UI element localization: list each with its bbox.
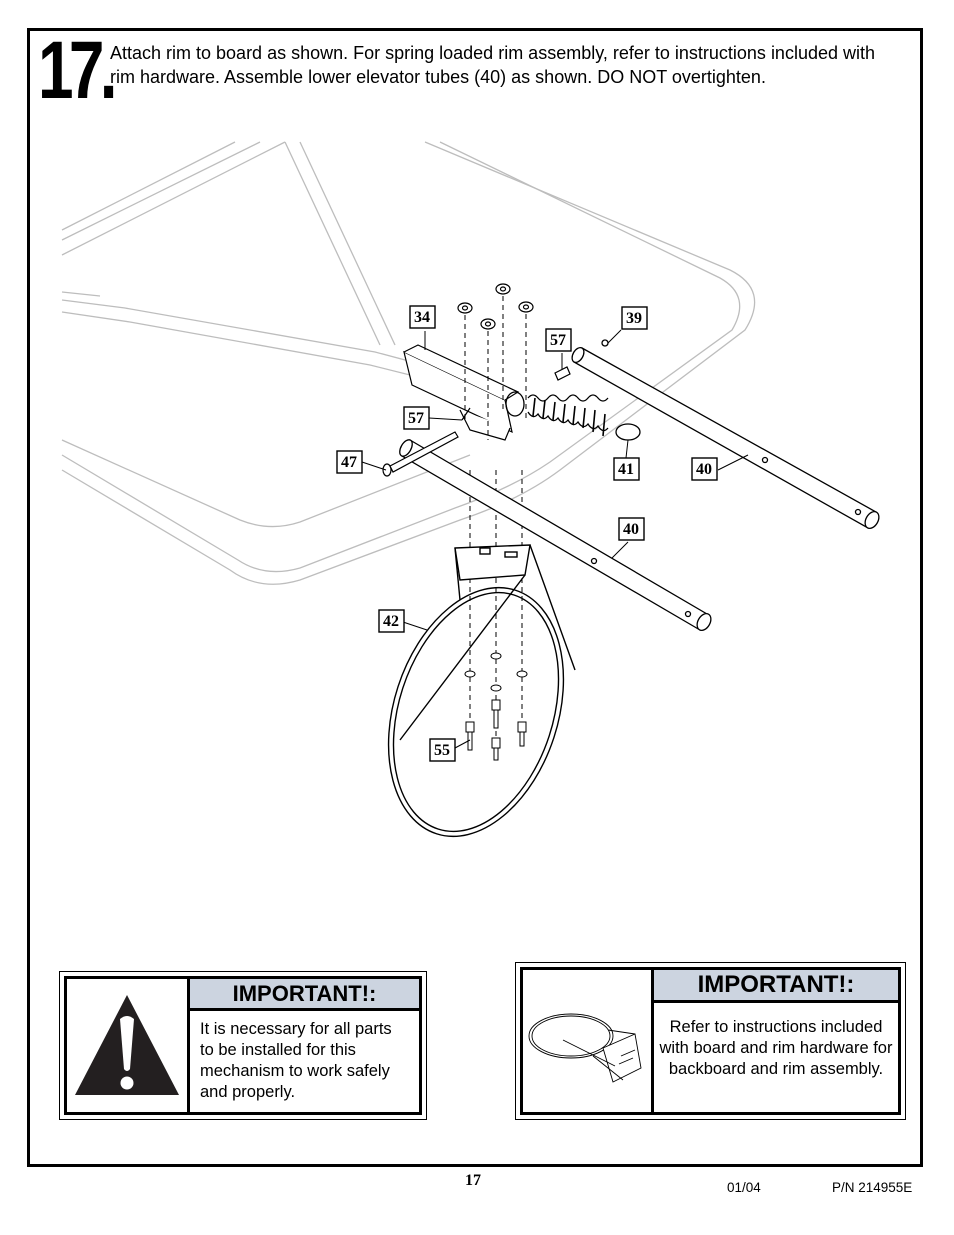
callout-42: 42	[383, 613, 399, 630]
important-text-right: Refer to instructions included with boar…	[659, 1018, 893, 1078]
step-instruction: Attach rim to board as shown. For spring…	[110, 43, 875, 87]
callout-40a: 40	[696, 461, 712, 478]
warning-icon-cell	[67, 979, 190, 1112]
spacer-57	[461, 366, 571, 421]
callout-40b: 40	[623, 521, 639, 538]
important-notice-left: IMPORTANT!: It is necessary for all part…	[59, 971, 427, 1120]
callout-55: 55	[434, 742, 450, 759]
warning-exclamation-icon	[75, 995, 179, 1095]
basketball-rim-icon	[528, 1013, 642, 1083]
important-heading-right: IMPORTANT!:	[654, 970, 898, 1003]
part-number: P/N 214955E	[832, 1180, 913, 1195]
important-notice-right: IMPORTANT!: Refer to instructions includ…	[515, 962, 906, 1120]
tube-40-lower	[399, 439, 712, 632]
callouts: 34 57 39 57 41 40 47 40 42 55	[336, 305, 718, 762]
footer-date: 01/04	[727, 1180, 761, 1195]
backboard-outline	[61, 141, 756, 585]
nuts	[457, 283, 534, 330]
rim-42	[387, 544, 576, 838]
callout-57a: 57	[408, 410, 424, 427]
callout-47: 47	[341, 454, 357, 471]
page-number: 17	[465, 1172, 481, 1189]
step-number: 17.	[38, 25, 118, 116]
callout-39: 39	[626, 310, 642, 327]
spring-41	[505, 391, 641, 441]
bolt-47	[382, 431, 459, 477]
bracket-34	[403, 344, 520, 441]
callout-57b: 57	[550, 332, 566, 349]
rim-icon-cell	[523, 970, 654, 1112]
callout-41: 41	[618, 461, 634, 478]
tube-40-upper	[571, 339, 880, 530]
page-frame	[27, 28, 923, 1167]
important-text-left: It is necessary for all parts to be inst…	[200, 1020, 392, 1101]
callout-34: 34	[414, 309, 430, 326]
leader-lines	[361, 329, 749, 749]
screws-55	[464, 652, 528, 761]
important-heading-left: IMPORTANT!:	[190, 979, 419, 1011]
assembly-diagram: 34 57 39 57 41 40 47 40 42 55	[61, 141, 880, 838]
